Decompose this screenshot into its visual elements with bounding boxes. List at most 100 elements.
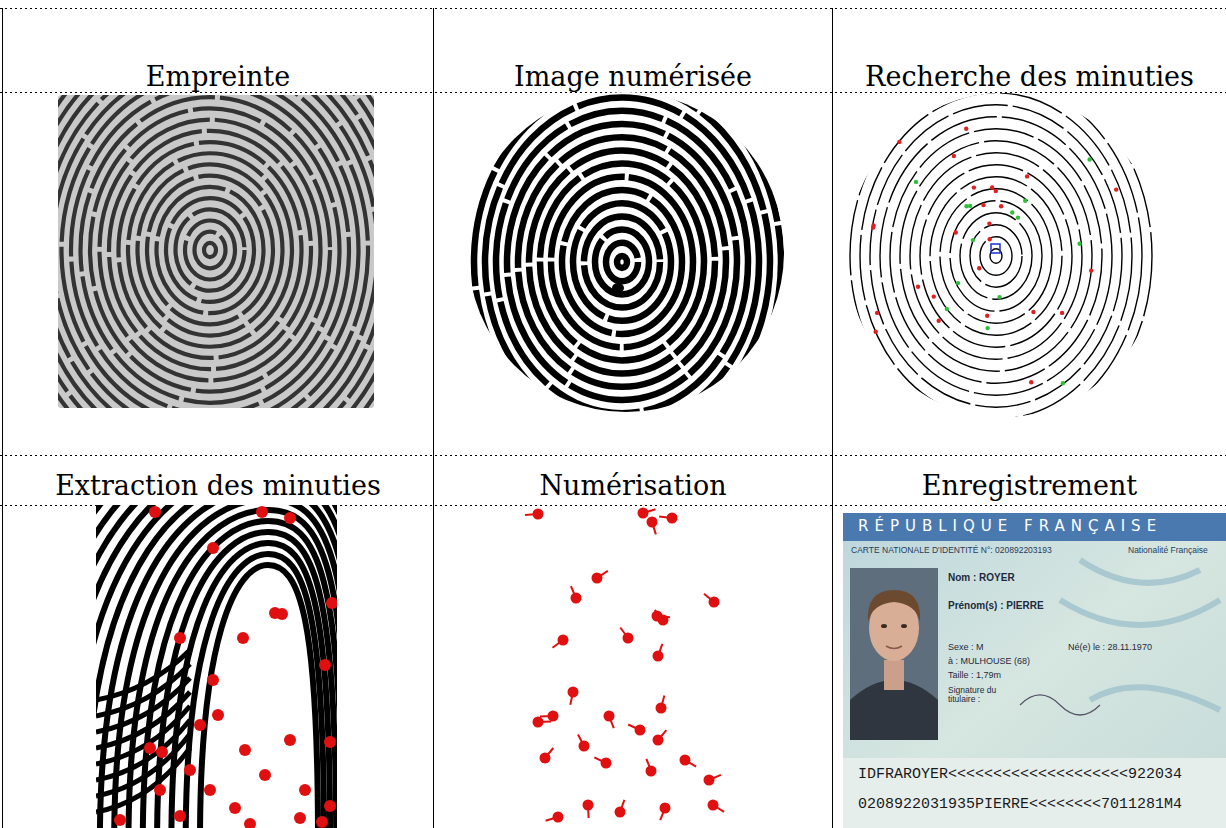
ridge (920, 165, 1072, 347)
minutia-dot (319, 659, 331, 671)
card-band (843, 513, 1226, 541)
ridge (452, 58, 792, 466)
minutia-dot (916, 285, 920, 289)
table-cell: Recherche des minuties (833, 9, 1226, 455)
minutia-dot (952, 154, 956, 158)
portrait-hair (868, 590, 920, 622)
minutia-dot (324, 800, 336, 812)
ridge (157, 532, 336, 828)
minutia-dot (972, 185, 976, 189)
fingerprint-binary (386, 0, 858, 545)
minutia-dot (604, 711, 615, 722)
cell-header: Numérisation (434, 470, 832, 501)
minutia-dot (553, 812, 564, 823)
minutia-dot (294, 812, 306, 824)
ridge (96, 505, 337, 828)
mrz-band (843, 758, 1226, 828)
ridge (138, 164, 283, 335)
ridge (119, 142, 302, 358)
dotted-rule (0, 8, 1226, 9)
minutia-dot (1089, 268, 1093, 272)
cell-header: Empreinte (3, 61, 433, 92)
ridge (96, 505, 337, 828)
ridge (397, 0, 847, 532)
ridge (980, 237, 1012, 275)
minutia-dot (174, 810, 186, 822)
minutia-dot (968, 204, 972, 208)
minutia-dot (874, 330, 878, 334)
signature-stroke (1020, 695, 1100, 715)
minutia-dot (259, 769, 271, 781)
portrait-eye (881, 624, 887, 628)
ridge (204, 243, 216, 257)
minutia-dot (1077, 242, 1081, 246)
card-field: CARTE NATIONALE D'IDENTITÉ N°: 020892203… (851, 546, 1052, 555)
minutia-dot (964, 127, 968, 131)
minutia-dot (579, 741, 590, 752)
ridge (540, 164, 704, 361)
ridge (143, 521, 337, 828)
ridge (96, 505, 337, 828)
minutia-dot (937, 319, 941, 323)
mrz-line: IDFRAROYER<<<<<<<<<<<<<<<<<<<<922034 (858, 767, 1182, 784)
minutia-dot (653, 651, 664, 662)
ridge (96, 505, 337, 828)
ridge (96, 505, 337, 828)
ridge (58, 95, 368, 408)
ridge (58, 95, 374, 408)
ridge (900, 141, 1092, 371)
minutia-dot (533, 717, 544, 728)
minutia-dot (985, 314, 989, 318)
cell-border (832, 8, 833, 828)
ridge (58, 95, 374, 408)
minutia-dot (871, 223, 875, 227)
portrait-neck (884, 660, 904, 690)
ridge (58, 95, 374, 408)
minutia-dot (144, 742, 156, 754)
minutia-dot (932, 294, 936, 298)
minutia-dot (299, 784, 311, 796)
card-field: à : MULHOUSE (68) (948, 657, 1030, 667)
minutia-dot (954, 230, 958, 234)
binary-ground (460, 90, 790, 420)
card-field: Prénom(s) : PIERRE (948, 600, 1044, 611)
ridge (62, 95, 359, 408)
ridge (870, 105, 1122, 407)
cell-border (433, 8, 434, 828)
ridge (58, 95, 374, 408)
ridge (128, 153, 292, 347)
minutia-dot (174, 632, 186, 644)
minutia-dot (571, 593, 582, 604)
minutia-dot (635, 725, 646, 736)
ridge (430, 32, 814, 493)
ridge (474, 84, 770, 439)
ridge (496, 111, 748, 413)
minutia-dot (548, 711, 559, 722)
minutia-dot (1025, 174, 1029, 178)
ridge (507, 124, 737, 400)
ridge (850, 81, 1142, 431)
minutia-dot (1061, 381, 1065, 385)
cell-header: Recherche des minuties (833, 61, 1226, 92)
minutia-dot (623, 633, 634, 644)
ridge (96, 505, 337, 828)
ridge (890, 129, 1102, 383)
minutia-dot (704, 775, 715, 786)
minutia-dot (114, 814, 126, 826)
minutia-dot (184, 764, 196, 776)
minutia-dot (324, 736, 336, 748)
minutia-dot (656, 703, 667, 714)
minutia-dot (601, 758, 612, 769)
ridge (970, 225, 1022, 287)
minutia-dot (945, 307, 949, 311)
ridge (595, 230, 649, 295)
minutia-dot (540, 753, 551, 764)
ridge (96, 505, 337, 828)
ridge (195, 232, 226, 269)
ridge (485, 98, 759, 427)
minutia-dot (977, 266, 981, 270)
ridge (96, 505, 337, 828)
ridge (96, 505, 337, 828)
